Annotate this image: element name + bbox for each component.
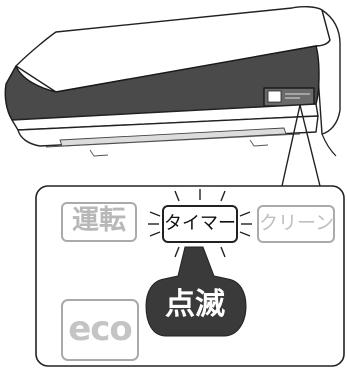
blink-status-label: 点滅: [165, 287, 225, 322]
blink-rays: [148, 189, 252, 258]
callout-lines: [281, 104, 321, 187]
operation-button[interactable]: 運転: [61, 202, 137, 242]
air-conditioner-unit: [4, 5, 341, 157]
clean-button[interactable]: クリーン: [257, 205, 335, 243]
eco-button[interactable]: eco: [61, 299, 139, 361]
timer-button[interactable]: タイマー: [162, 205, 238, 243]
blink-badge-bubble: [145, 246, 247, 337]
